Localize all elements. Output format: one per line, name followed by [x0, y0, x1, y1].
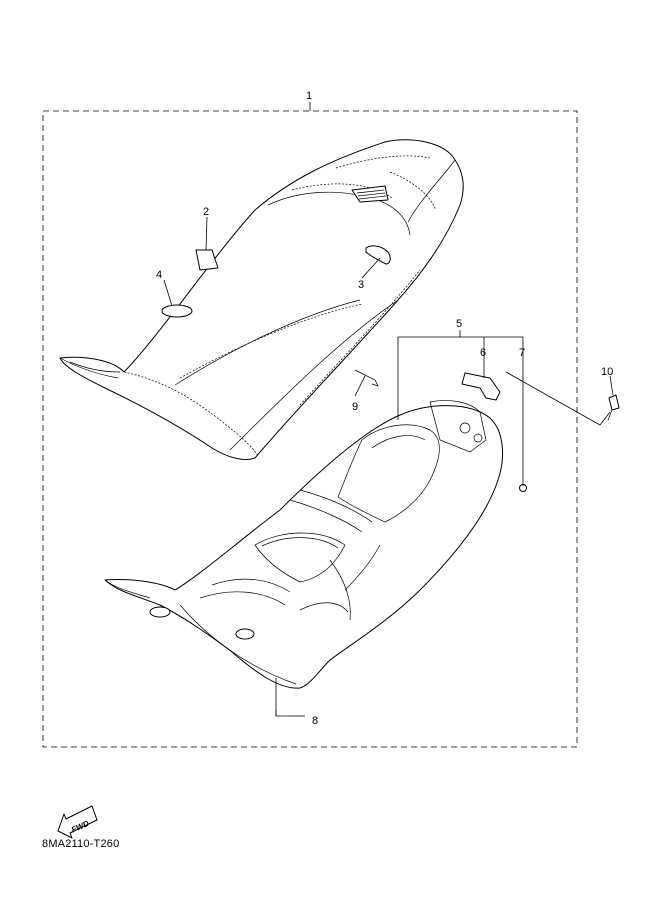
diagram-code: 8MA2110-T260	[42, 838, 120, 850]
callout-5: 5	[456, 318, 462, 330]
callout-9: 9	[352, 401, 358, 413]
assembly-frame	[42, 110, 578, 748]
seat-base	[104, 400, 503, 689]
clip-9	[354, 369, 379, 387]
fwd-arrow-icon: FWD	[57, 805, 98, 839]
callout-7: 7	[519, 347, 525, 359]
callout-2: 2	[203, 206, 209, 218]
callout-6: 6	[480, 347, 486, 359]
seat-upper	[59, 139, 464, 461]
callout-10: 10	[601, 366, 613, 378]
bracket-6	[461, 372, 501, 401]
callout-1: 1	[306, 90, 312, 102]
hook-8	[275, 710, 290, 717]
callout-3: 3	[358, 279, 364, 291]
callout-8: 8	[312, 715, 318, 727]
bolt-10	[607, 394, 620, 421]
callout-4: 4	[156, 269, 162, 281]
